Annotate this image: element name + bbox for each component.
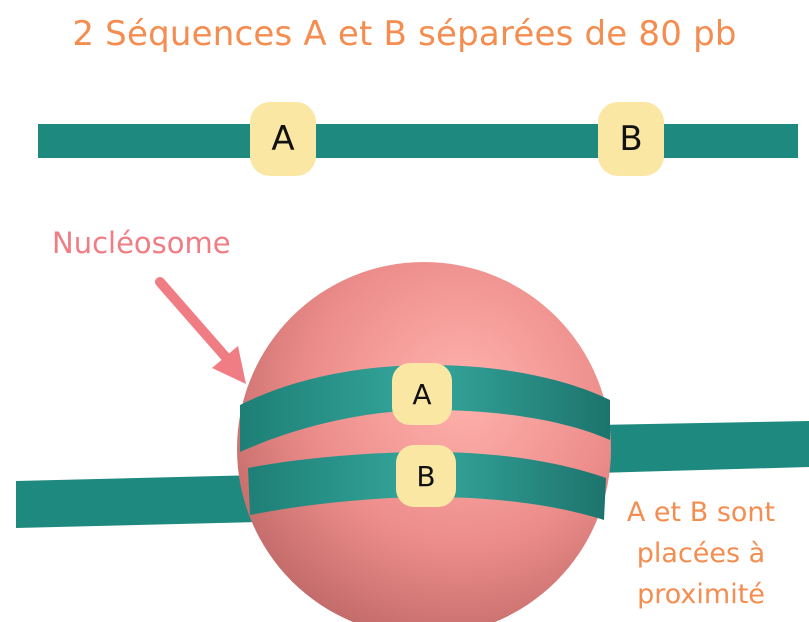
proximity-line-2: placées à bbox=[636, 538, 766, 569]
sequence-b-label: B bbox=[598, 102, 664, 176]
arrow-icon bbox=[155, 277, 246, 384]
diagram-title: 2 Séquences A et B séparées de 80 pb bbox=[72, 14, 737, 54]
nucleosome-label: Nucléosome bbox=[52, 226, 231, 260]
proximity-caption: A et B sont placées à proximité bbox=[606, 492, 796, 615]
nucleosome-sequence-b-label: B bbox=[396, 445, 456, 507]
nucleosome-sphere bbox=[237, 262, 611, 622]
proximity-line-1: A et B sont bbox=[626, 497, 776, 528]
dna-strand-linear bbox=[38, 124, 798, 158]
proximity-line-3: proximité bbox=[637, 579, 765, 610]
dna-arm-left bbox=[16, 475, 262, 528]
sequence-a-label: A bbox=[250, 102, 316, 176]
nucleosome-sequence-a-label: A bbox=[392, 363, 452, 425]
dna-arm-right bbox=[596, 421, 809, 473]
